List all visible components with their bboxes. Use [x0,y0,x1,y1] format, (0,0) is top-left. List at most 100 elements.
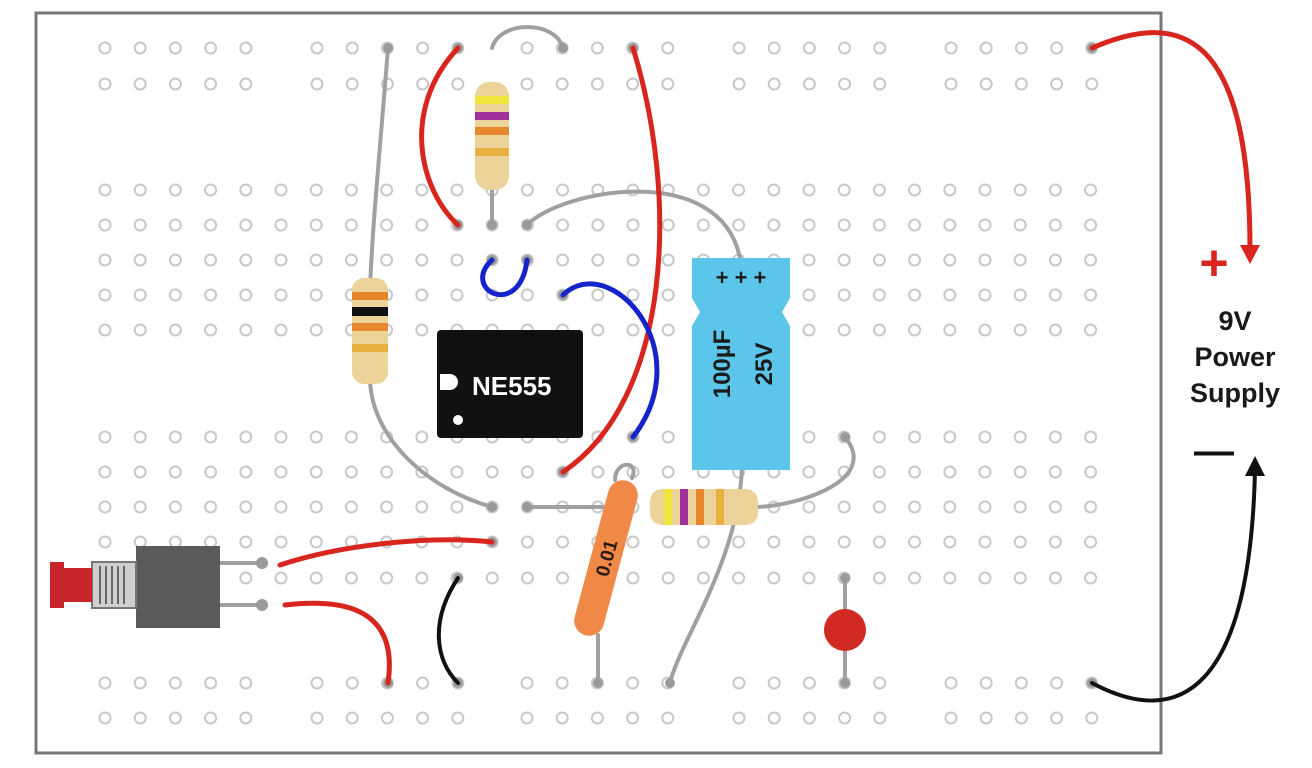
breadboard-hole [872,465,886,479]
breadboard-hole [415,571,429,585]
breadboard-hole [485,465,499,479]
breadboard-hole [98,535,112,549]
breadboard-hole [168,183,182,197]
breadboard-hole [626,571,640,585]
power-supply-labels: + 9V Power Supply — [1190,235,1280,473]
breadboard-hole [204,465,218,479]
breadboard-hole [344,218,358,232]
breadboard-hole [873,77,887,91]
breadboard-hole [979,676,993,690]
red-wire-power-positive [1089,30,1253,253]
pushbutton-switch-icon [50,546,220,628]
breadboard-hole [1014,77,1028,91]
breadboard-hole [872,218,886,232]
breadboard-hole [1013,253,1027,267]
breadboard-hole [309,323,323,337]
breadboard-hole [978,253,992,267]
breadboard-hole [204,77,218,91]
breadboard-hole [168,711,182,725]
breadboard-hole [380,253,394,267]
breadboard-hole [944,711,958,725]
breadboard-hole [837,253,851,267]
breadboard-hole [380,183,394,197]
breadboard-hole [872,535,886,549]
breadboard-hole [802,183,816,197]
breadboard-hole [556,465,570,479]
breadboard-hole [380,711,394,725]
breadboard-hole [415,465,429,479]
breadboard-hole [767,77,781,91]
breadboard-hole [1013,323,1027,337]
breadboard-hole [1013,218,1027,232]
breadboard-hole [415,288,429,302]
breadboard-hole [239,323,253,337]
breadboard-hole [450,183,464,197]
breadboard-hole [802,77,816,91]
breadboard-hole [98,711,112,725]
breadboard-hole [168,676,182,690]
breadboard-hole [908,535,922,549]
breadboard-hole [309,218,323,232]
breadboard-hole [661,535,675,549]
breadboard-hole [133,253,147,267]
breadboard-hole [908,288,922,302]
breadboard-hole [274,500,288,514]
capacitor-voltage: 25V [751,343,778,386]
breadboard-hole [555,676,569,690]
breadboard-hole [591,253,605,267]
breadboard-hole [978,323,992,337]
gray-wire-0.01-top-hook [613,462,636,482]
breadboard-hole [345,77,359,91]
breadboard-hole [978,288,992,302]
breadboard-hole [943,253,957,267]
breadboard-hole [767,711,781,725]
breadboard-hole [590,41,604,55]
breadboard-hole [344,500,358,514]
breadboard-hole [661,465,675,479]
breadboard-hole [310,41,324,55]
capacitor-icon: + + + 100µF 25V [692,258,790,470]
breadboard-hole [415,253,429,267]
breadboard-hole [908,218,922,232]
breadboard-hole [309,183,323,197]
breadboard-hole [1084,218,1098,232]
breadboard-hole [908,571,922,585]
breadboard-hole [978,218,992,232]
gray-wires [218,25,856,685]
breadboard-hole [626,77,640,91]
breadboard-hole [590,711,604,725]
breadboard-hole [944,77,958,91]
breadboard-hole [1084,535,1098,549]
breadboard-hole [978,430,992,444]
breadboard-hole [310,711,324,725]
breadboard-hole [450,500,464,514]
breadboard-hole [944,41,958,55]
breadboard-hole [416,676,430,690]
breadboard-hole [943,465,957,479]
breadboard-hole [1048,323,1062,337]
breadboard-hole [696,535,710,549]
breadboard-hole [943,430,957,444]
breadboard-hole [1048,535,1062,549]
breadboard-hole [415,323,429,337]
breadboard-hole [626,711,640,725]
breadboard-hole [1048,465,1062,479]
breadboard-hole [943,571,957,585]
breadboard-hole [732,571,746,585]
breadboard-hole [380,571,394,585]
breadboard-hole [661,253,675,267]
breadboard-hole [626,535,640,549]
breadboard-hole [133,288,147,302]
breadboard-hole [274,430,288,444]
gray-wire-left-lower [368,378,494,509]
breadboard-hole [274,183,288,197]
breadboard-hole [1084,500,1098,514]
breadboard-hole [872,288,886,302]
breadboard-hole [1014,41,1028,55]
power-minus-sign: — [1194,429,1234,473]
breadboard-hole [98,288,112,302]
ic-chip-icon: NE555 [437,330,583,438]
breadboard-hole [556,183,570,197]
breadboard-hole [732,676,746,690]
breadboard-hole [943,323,957,337]
